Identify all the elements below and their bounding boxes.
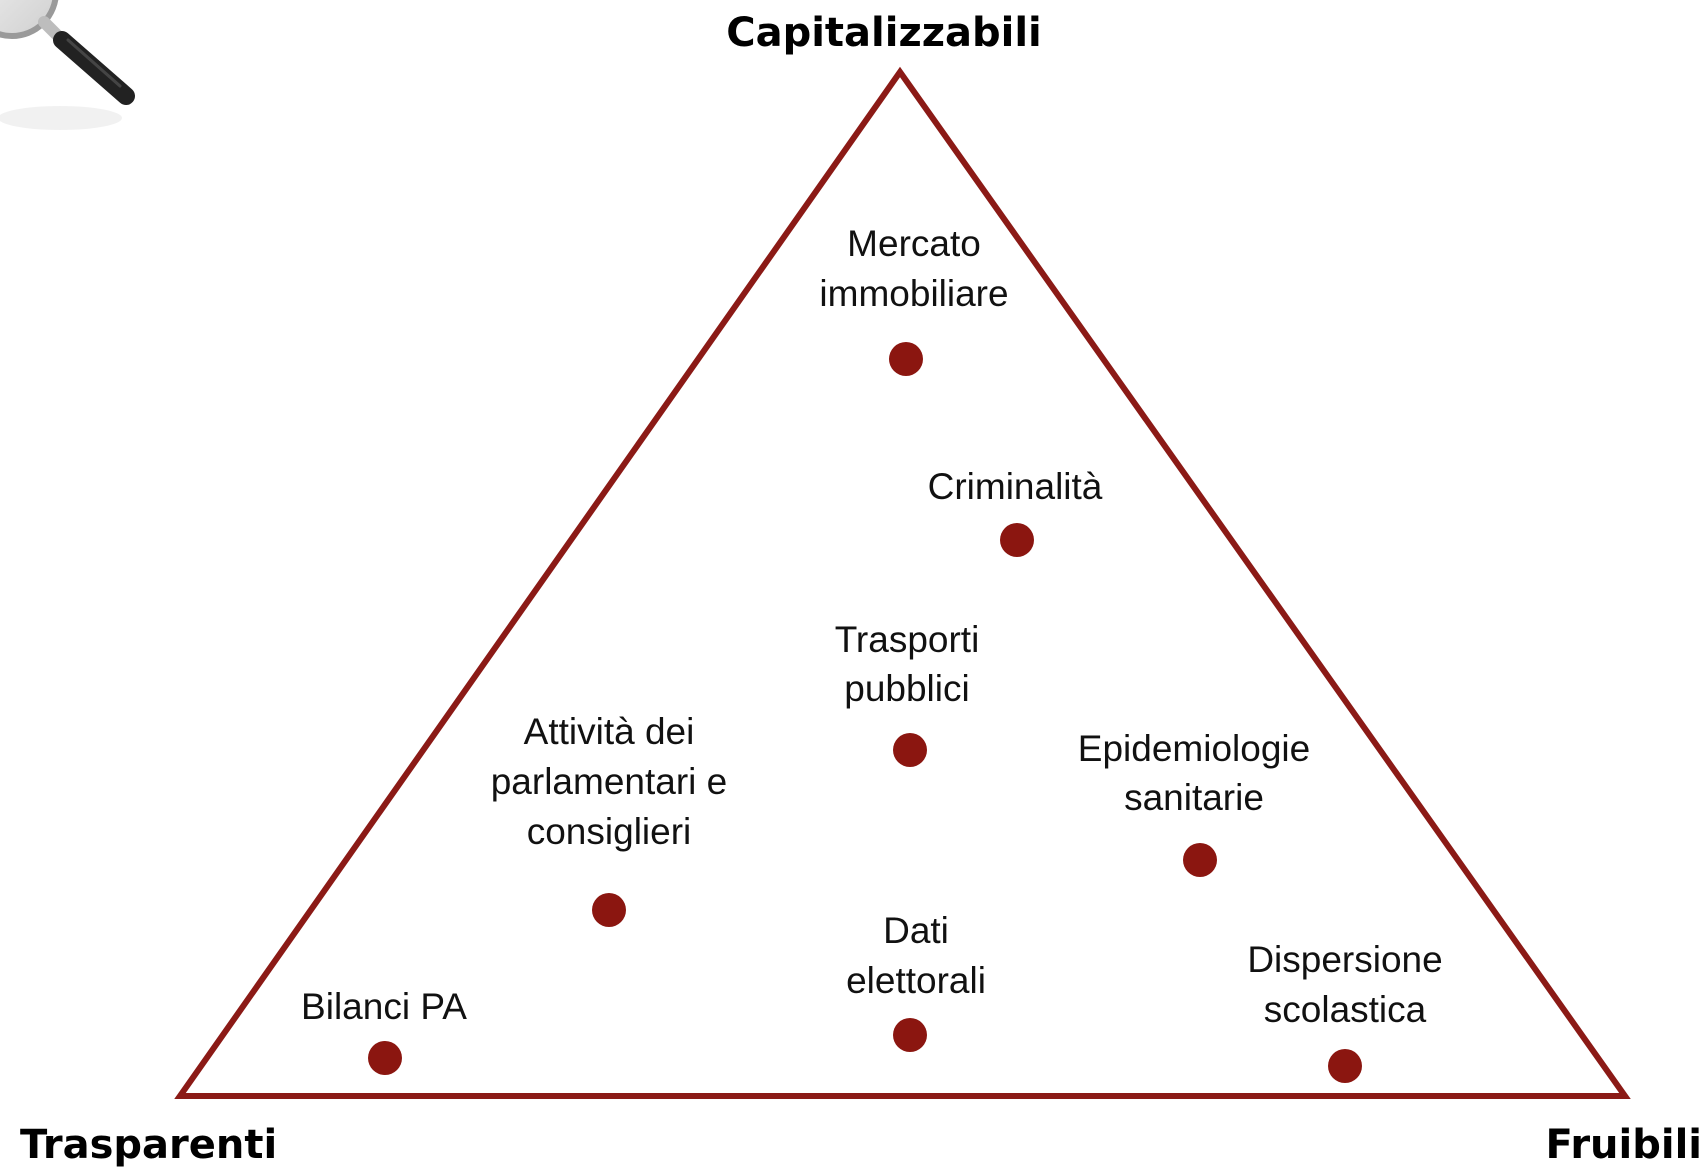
item-dot: [592, 893, 626, 927]
item-label-line: Bilanci PA: [301, 986, 467, 1027]
item-dot: [889, 342, 923, 376]
item-criminalita: Criminalità: [928, 466, 1103, 557]
item-label-line: immobiliare: [819, 273, 1008, 314]
item-label-line: Dispersione: [1247, 939, 1442, 980]
item-label-line: Mercato: [847, 223, 981, 264]
item-dot: [893, 1018, 927, 1052]
vertex-label-bottom-left: Trasparenti: [20, 1122, 277, 1168]
item-dot: [1183, 843, 1217, 877]
item-dot: [1328, 1049, 1362, 1083]
item-label-line: consiglieri: [527, 811, 692, 852]
item-dot: [1000, 523, 1034, 557]
item-label-line: parlamentari e: [491, 761, 728, 802]
vertex-label-top: Capitalizzabili: [726, 10, 1042, 56]
item-attivita-parlamentari: Attività dei parlamentari e consiglieri: [491, 711, 728, 927]
item-label-line: pubblici: [844, 668, 969, 709]
triangle-outline: [174, 66, 1631, 1099]
item-bilanci-pa: Bilanci PA: [301, 986, 467, 1075]
item-label-line: Dati: [883, 910, 949, 951]
item-label-line: sanitarie: [1124, 777, 1264, 818]
magnifying-glass-icon: [0, 0, 135, 130]
item-dati-elettorali: Dati elettorali: [846, 910, 986, 1052]
item-trasporti-pubblici: Trasporti pubblici: [835, 619, 980, 767]
item-dot: [893, 733, 927, 767]
item-label-line: Attività dei: [524, 711, 695, 752]
item-label-line: Trasporti: [835, 619, 980, 660]
item-epidemiologie-sanitarie: Epidemiologie sanitarie: [1078, 728, 1310, 877]
item-label-line: Criminalità: [928, 466, 1103, 507]
item-label-line: elettorali: [846, 960, 986, 1001]
item-label-line: scolastica: [1264, 989, 1427, 1030]
item-dot: [368, 1041, 402, 1075]
item-dispersione-scolastica: Dispersione scolastica: [1247, 939, 1443, 1083]
vertex-label-bottom-right: Fruibili: [1546, 1122, 1702, 1168]
item-mercato-immobiliare: Mercato immobiliare: [819, 223, 1009, 376]
item-label-line: Epidemiologie: [1078, 728, 1310, 769]
